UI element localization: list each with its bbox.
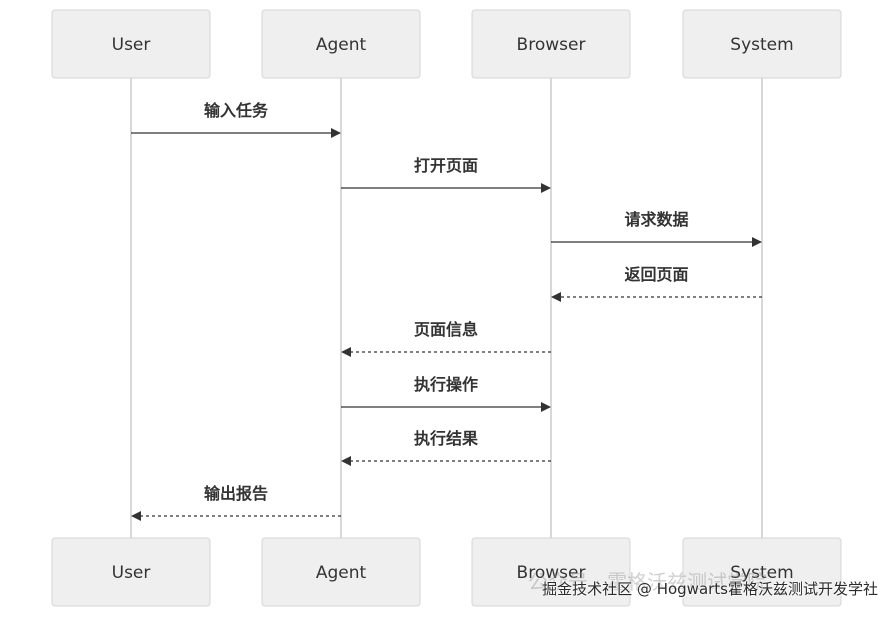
actor-box-system-bottom [682, 537, 842, 607]
actor-label-user-bottom: User [112, 563, 151, 583]
message-label-1: 输入任务 [204, 101, 269, 120]
actor-label-user-top: User [112, 35, 151, 55]
actor-box-user-bottom [51, 537, 211, 607]
actor-label-system-bottom: System [730, 563, 793, 583]
actor-label-agent-bottom: Agent [316, 563, 367, 583]
actor-label-browser-bottom: Browser [517, 563, 586, 583]
actor-box-system-top [682, 9, 842, 79]
message-label-2: 打开页面 [414, 156, 478, 175]
actor-box-agent-top [261, 9, 421, 79]
message-label-6: 执行操作 [414, 375, 478, 394]
actor-box-user-top [51, 9, 211, 79]
message-label-8: 输出报告 [204, 484, 268, 503]
actor-label-browser-top: Browser [517, 35, 586, 55]
watermark-top: 公众号 · 霍格沃兹测试学院 [528, 570, 768, 594]
actor-box-browser-bottom [471, 537, 631, 607]
actor-box-agent-bottom [261, 537, 421, 607]
actor-label-agent-top: Agent [316, 35, 367, 55]
message-label-3: 请求数据 [624, 210, 688, 229]
actor-box-browser-top [471, 9, 631, 79]
message-label-7: 执行结果 [414, 429, 478, 448]
watermark: 掘金技术社区 @ Hogwarts霍格沃兹测试开发学社 [542, 580, 878, 598]
message-label-5: 页面信息 [414, 320, 478, 339]
message-label-4: 返回页面 [624, 265, 688, 284]
actor-label-system-top: System [730, 35, 793, 55]
